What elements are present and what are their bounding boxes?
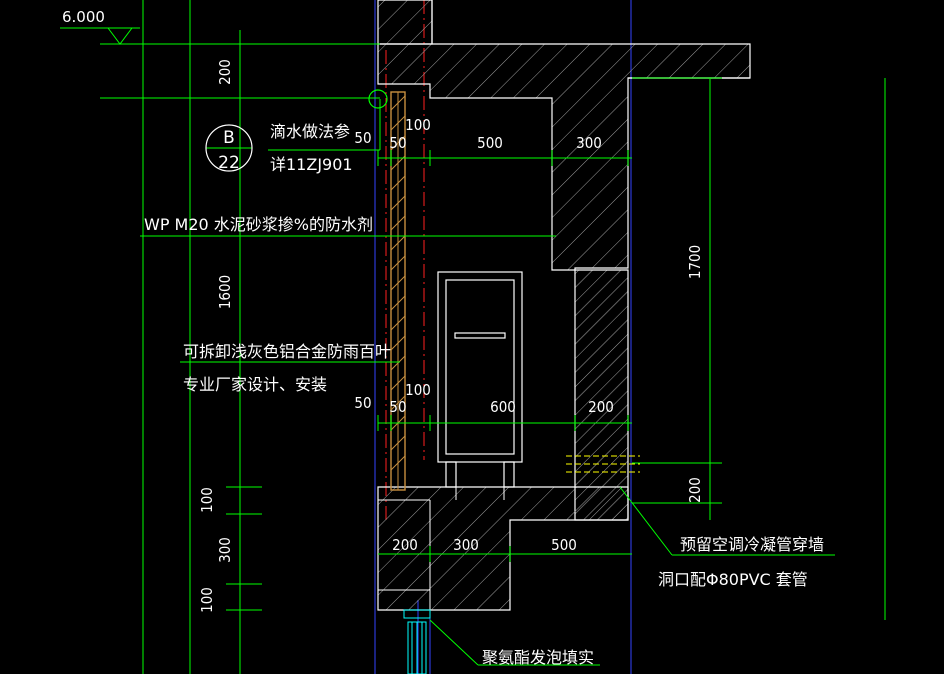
dim-left-100b: 100 [198,587,216,613]
anchor-bolts [455,480,505,500]
dim-bot-300: 300 [453,536,479,554]
dim-mid-50: 50 [354,394,371,412]
pipe-sleeve [566,455,640,473]
detail-ref-sheet: 22 [218,153,240,173]
dim-right-1700: 1700 [686,245,704,279]
dim-top-300: 300 [576,134,602,152]
dim-mid-200: 200 [588,398,614,416]
dim-left-1600: 1600 [216,275,234,309]
dim-top-50b: 50 [389,134,406,152]
foam-window [403,609,431,674]
note-waterproof: WP M20 水泥砂浆掺%的防水剂 [144,215,373,234]
note-drip-ref: 详11ZJ901 [270,155,353,174]
dim-bot-200: 200 [392,536,418,554]
dim-mid-100: 100 [405,381,431,399]
dim-right-200: 200 [686,477,704,503]
note-pipe-2: 洞口配Φ80PVC 套管 [658,570,808,589]
detail-ref-letter: B [223,128,235,148]
dim-left-100a: 100 [198,487,216,513]
dimension-lines [60,0,886,674]
dim-left-300: 300 [216,537,234,563]
dim-top-100: 100 [405,116,431,134]
ac-outdoor-unit [437,271,523,488]
note-drip: 滴水做法参 [270,122,350,141]
dim-mid-600: 600 [490,398,516,416]
note-louver-1: 可拆卸浅灰色铝合金防雨百叶 [183,342,391,361]
level-mark-text: 6.000 [62,8,105,26]
note-foam: 聚氨酯发泡填实 [482,648,594,667]
dim-top-500: 500 [477,134,503,152]
detail-bubble [205,124,253,172]
concrete-structure [377,0,751,611]
note-louver-2: 专业厂家设计、安装 [183,375,327,394]
dim-left-200: 200 [216,59,234,85]
note-pipe-1: 预留空调冷凝管穿墙 [680,535,824,554]
dim-top-50: 50 [354,129,371,147]
dim-mid-50b: 50 [389,398,406,416]
dim-bot-500: 500 [551,536,577,554]
